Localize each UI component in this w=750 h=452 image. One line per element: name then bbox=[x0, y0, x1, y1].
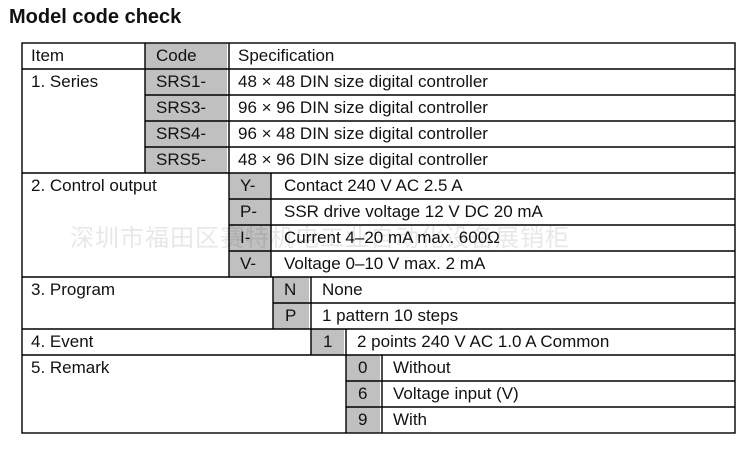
spec-voltage-input: Voltage input (V) bbox=[393, 384, 519, 403]
code-v: V- bbox=[240, 254, 257, 273]
spec-pattern: 1 pattern 10 steps bbox=[322, 306, 459, 325]
code-bg-9 bbox=[346, 407, 380, 433]
code-n: N bbox=[284, 280, 297, 299]
spec-current: Current 4–20 mA max. 600Ω bbox=[284, 228, 500, 247]
spec-with: With bbox=[393, 410, 427, 429]
code-bg-srs5 bbox=[145, 147, 227, 173]
code-bg-v bbox=[229, 251, 271, 277]
spec-contact: Contact 240 V AC 2.5 A bbox=[284, 176, 463, 195]
code-bg-p2 bbox=[273, 303, 309, 329]
code-bg-i bbox=[229, 225, 271, 251]
code-p: P- bbox=[240, 202, 257, 221]
spec-srs3: 96 × 96 DIN size digital controller bbox=[238, 98, 488, 117]
code-header-bg bbox=[145, 43, 227, 69]
table-borders bbox=[21, 42, 736, 434]
spec-srs4: 96 × 48 DIN size digital controller bbox=[238, 124, 488, 143]
code-p-program: P bbox=[285, 306, 297, 325]
item-series: 1. Series bbox=[31, 72, 99, 91]
code-0: 0 bbox=[358, 358, 368, 377]
spec-none: None bbox=[322, 280, 363, 299]
code-bg-srs3 bbox=[145, 95, 227, 121]
code-bg-y bbox=[229, 173, 271, 199]
watermark-text: 深圳市福田区赛特机电工业自动化设备展销柜 bbox=[70, 224, 570, 252]
header-spec: Specification bbox=[238, 46, 335, 65]
code-bg-0 bbox=[346, 355, 380, 381]
spec-srs5: 48 × 96 DIN size digital controller bbox=[238, 150, 488, 169]
code-bg-srs1 bbox=[145, 69, 227, 95]
spec-event: 2 points 240 V AC 1.0 A Common bbox=[357, 332, 610, 351]
item-remark: 5. Remark bbox=[31, 358, 110, 377]
header-code: Code bbox=[156, 46, 197, 65]
code-srs4: SRS4- bbox=[156, 124, 207, 143]
code-9: 9 bbox=[358, 410, 368, 429]
code-bg-n bbox=[273, 277, 309, 303]
code-cell-backgrounds bbox=[145, 43, 380, 433]
code-y: Y- bbox=[240, 176, 256, 195]
item-control-output: 2. Control output bbox=[31, 176, 157, 195]
item-program: 3. Program bbox=[31, 280, 116, 299]
code-srs3: SRS3- bbox=[156, 98, 207, 117]
code-bg-srs4 bbox=[145, 121, 227, 147]
item-event: 4. Event bbox=[31, 332, 94, 351]
code-bg-1 bbox=[311, 329, 344, 355]
code-bg-p bbox=[229, 199, 271, 225]
spec-voltage: Voltage 0–10 V max. 2 mA bbox=[284, 254, 486, 273]
code-i: I- bbox=[240, 228, 251, 247]
code-srs5: SRS5- bbox=[156, 150, 207, 169]
code-srs1: SRS1- bbox=[156, 72, 207, 91]
spec-srs1: 48 × 48 DIN size digital controller bbox=[238, 72, 488, 91]
code-1: 1 bbox=[323, 332, 333, 351]
code-bg-6 bbox=[346, 381, 380, 407]
header-item: Item bbox=[31, 46, 65, 65]
page-title: Model code check bbox=[9, 6, 182, 28]
spec-ssr: SSR drive voltage 12 V DC 20 mA bbox=[284, 202, 543, 221]
code-6: 6 bbox=[358, 384, 368, 403]
spec-without: Without bbox=[393, 358, 451, 377]
